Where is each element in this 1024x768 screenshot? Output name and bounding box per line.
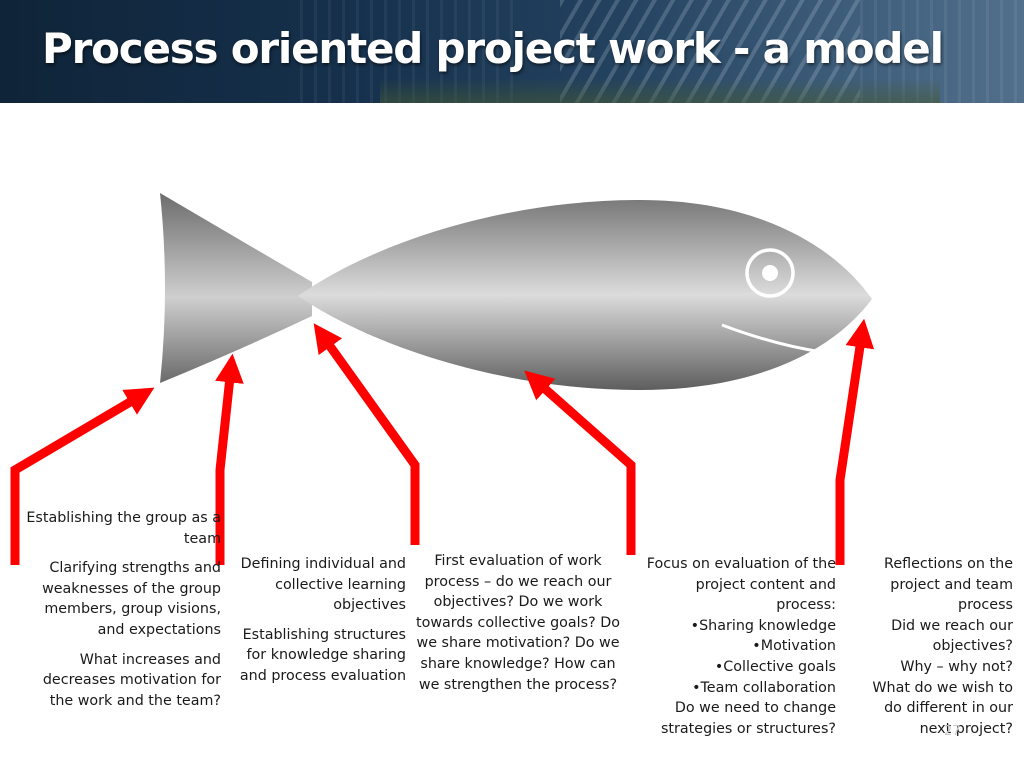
header-banner: Process oriented project work - a model (0, 0, 1024, 103)
label-line: Focus on evaluation of the project conte… (646, 556, 836, 614)
label-bullet: •Sharing knowledge (690, 617, 836, 634)
label-line: What do we wish to do different in our n… (872, 679, 1013, 737)
fish-tail (160, 193, 312, 383)
label-bullet: •Motivation (752, 638, 836, 655)
label-first-evaluation: First evaluation of work process – do we… (410, 551, 626, 695)
label-group-establishment: Establishing the group as a team Clarify… (18, 508, 221, 711)
label-line: First evaluation of work process – do we… (416, 553, 620, 693)
arrow-5 (835, 318, 875, 565)
fish-mouth (721, 323, 823, 354)
label-line: Clarifying strengths and weaknesses of t… (42, 560, 221, 638)
fish-pupil (762, 265, 778, 281)
arrow-3 (313, 323, 420, 545)
fish-body (298, 200, 872, 390)
label-bullet: •Collective goals (714, 658, 836, 675)
fish-eye (745, 248, 795, 298)
label-line: Did we reach our objectives? (891, 617, 1013, 655)
label-reflections: Reflections on the project and team proc… (852, 554, 1013, 739)
label-focus-evaluation: Focus on evaluation of the project conte… (636, 554, 836, 739)
label-line: Establishing structures for knowledge sh… (239, 626, 406, 684)
label-line: Defining individual and collective learn… (240, 556, 406, 614)
arrow-4 (524, 370, 636, 555)
label-learning-objectives: Defining individual and collective learn… (236, 554, 406, 687)
label-line: Reflections on the project and team proc… (884, 556, 1013, 614)
header-ground (380, 78, 940, 103)
slide-number: 27 (944, 724, 961, 739)
label-line: Do we need to change strategies or struc… (660, 700, 836, 737)
arrow-2 (215, 353, 244, 565)
label-line: Establishing the group as a team (26, 510, 221, 547)
label-line: What increases and decreases motivation … (42, 651, 221, 709)
slide-title: Process oriented project work - a model (42, 24, 944, 73)
arrows (10, 318, 875, 565)
label-bullet: •Team collaboration (692, 679, 836, 696)
arrow-1 (10, 387, 155, 565)
label-line: Why – why not? (900, 658, 1013, 675)
